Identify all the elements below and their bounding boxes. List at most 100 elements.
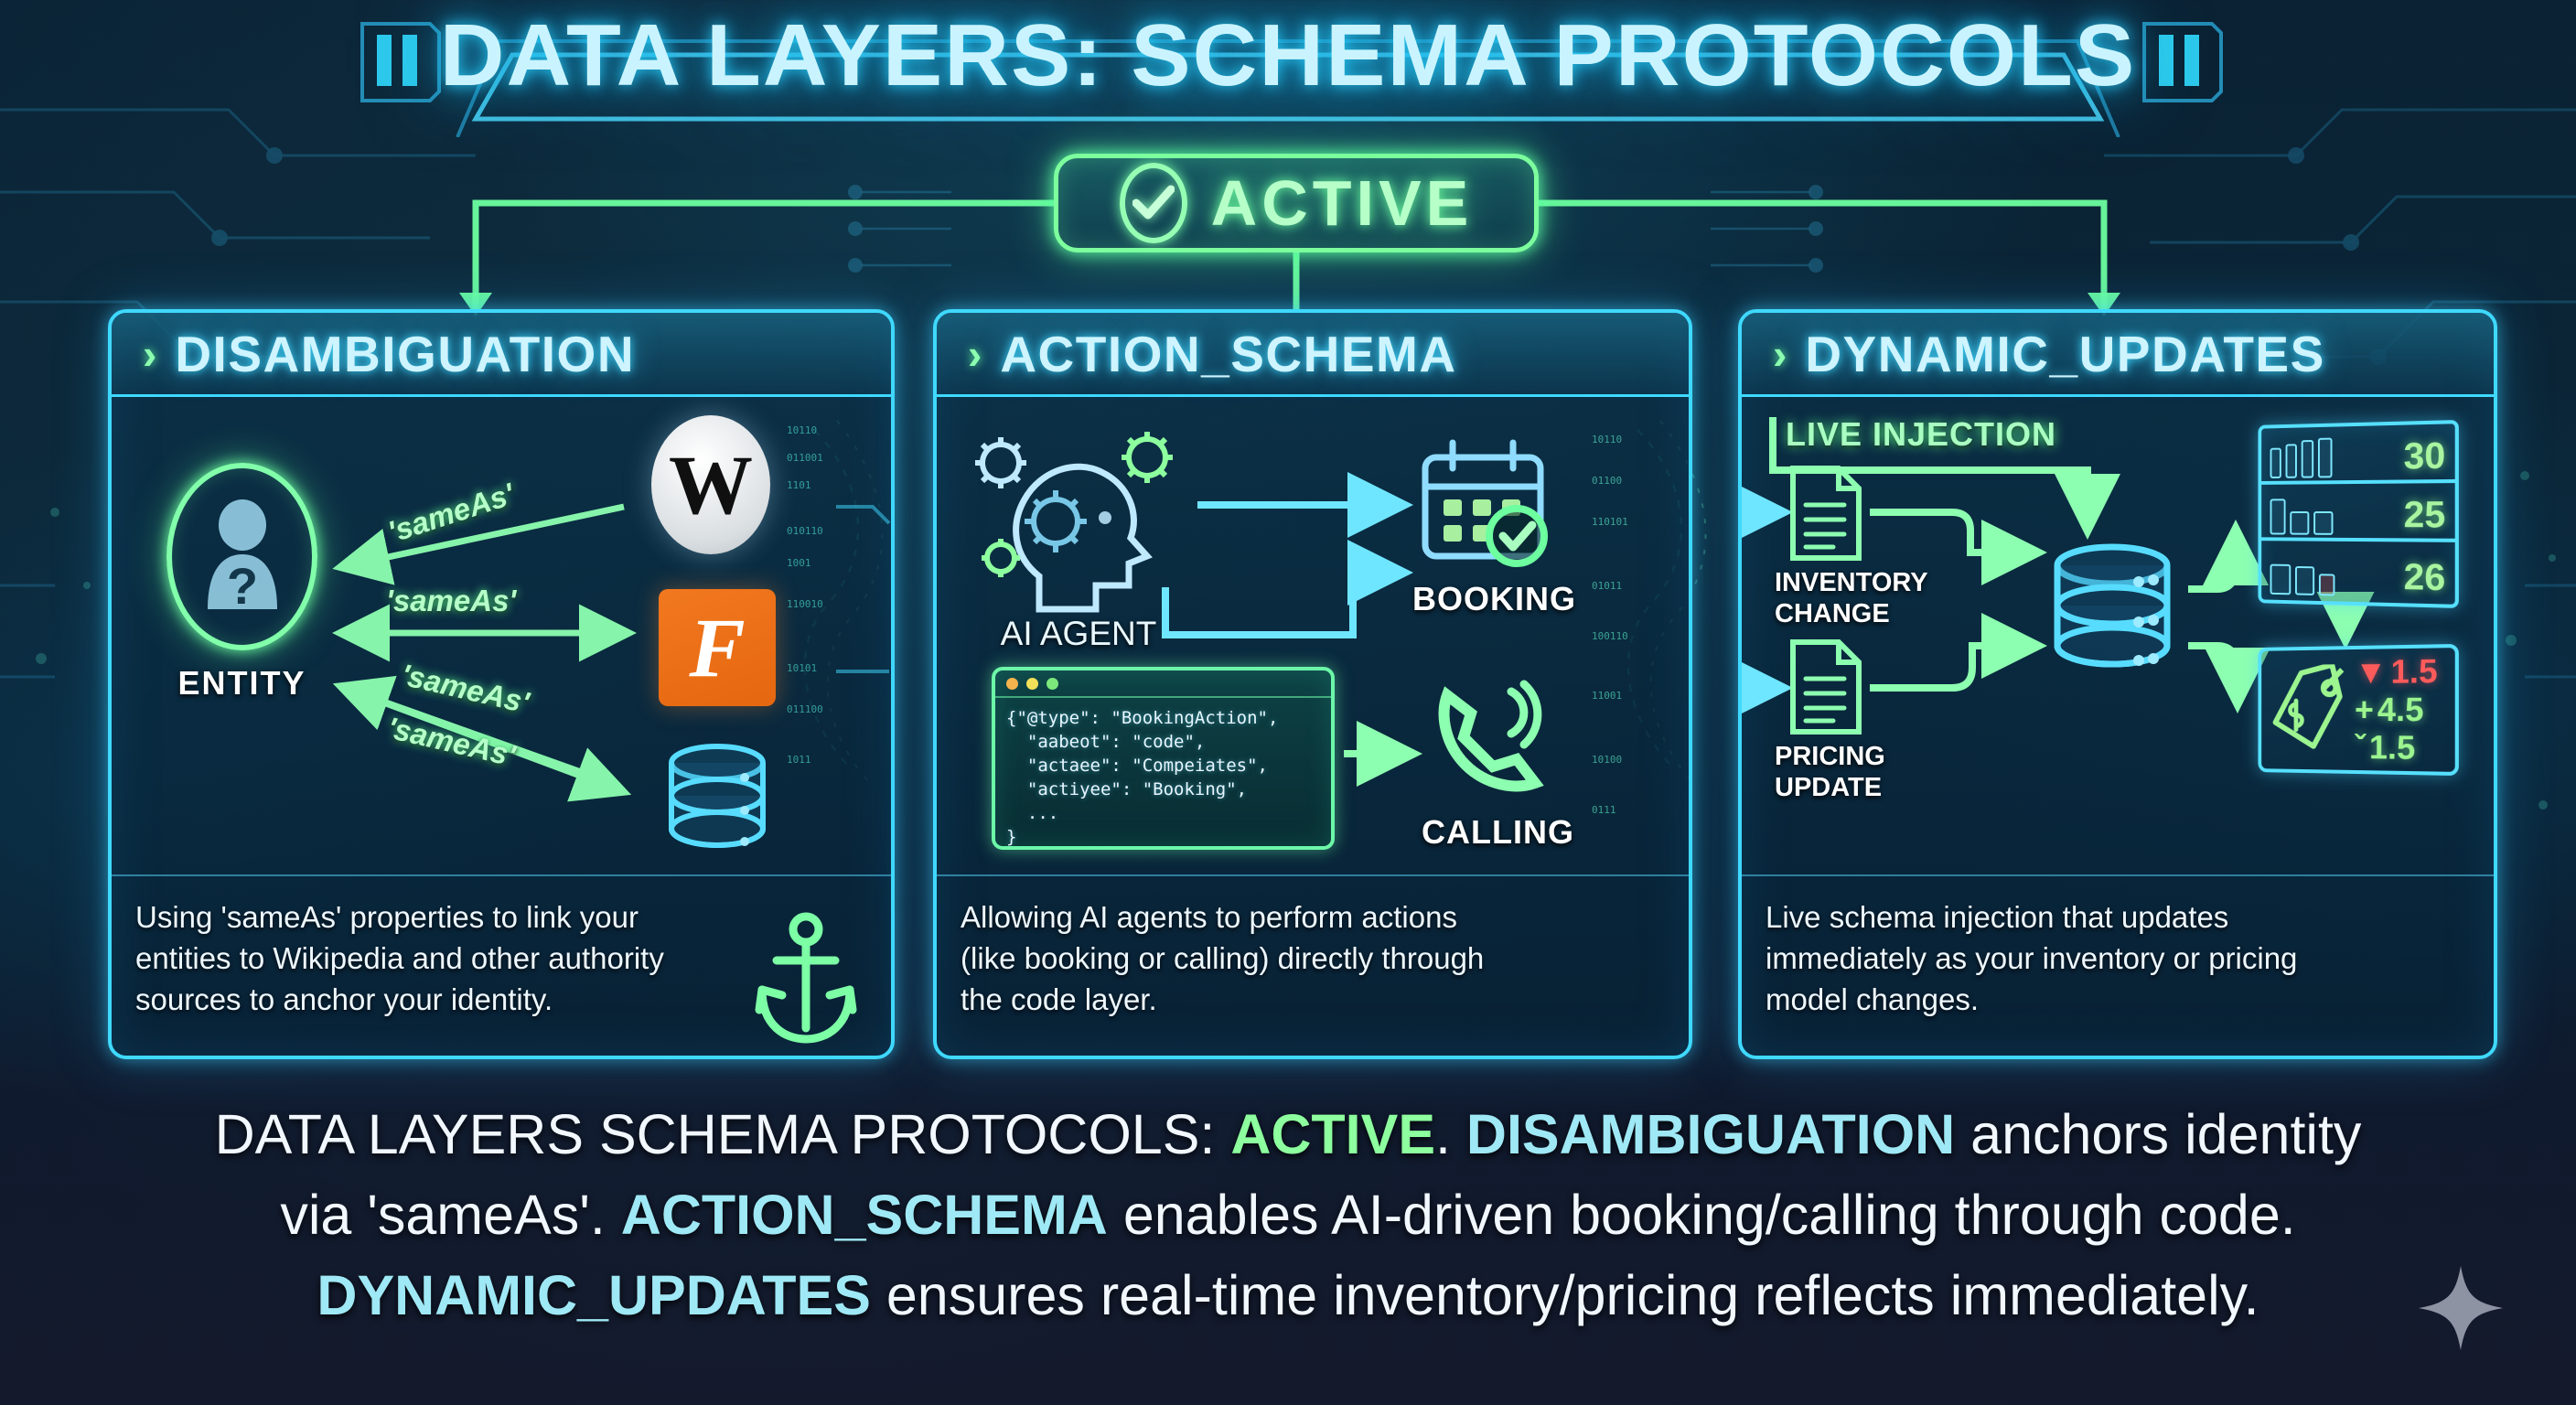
title-frame-decoration <box>360 22 2223 137</box>
svg-text:10100: 10100 <box>1592 754 1622 766</box>
svg-text:1001: 1001 <box>787 557 811 569</box>
user-question-icon: ? <box>207 499 277 615</box>
caption: DATA LAYERS SCHEMA PROTOCOLS: ACTIVE. DI… <box>0 1094 2576 1335</box>
caption-term-disambiguation: DISAMBIGUATION <box>1465 1103 1956 1165</box>
code-window-titlebar <box>995 670 1331 698</box>
svg-text:10101: 10101 <box>787 662 817 674</box>
entity-node[interactable]: ? <box>166 463 317 650</box>
live-injection-chip: LIVE INJECTION <box>1786 415 2057 453</box>
window-dot-1 <box>1006 677 1018 690</box>
svg-text:0111: 0111 <box>1592 804 1616 816</box>
anchor-icon <box>755 912 857 1044</box>
sameas-relation-arrows <box>332 503 637 802</box>
svg-text:110101: 110101 <box>1592 516 1628 528</box>
chevron-right-icon: › <box>968 329 982 378</box>
shelf-items <box>2270 433 2333 478</box>
panel-disambiguation[interactable]: › DISAMBIGUATION ? <box>108 309 895 1059</box>
caption-active: ACTIVE <box>1230 1103 1435 1165</box>
caption-term-dynamic-updates: DYNAMIC_UPDATES <box>317 1264 871 1326</box>
svg-text:011100: 011100 <box>787 703 823 715</box>
shelf-row: 25 <box>2261 483 2455 542</box>
data-stream-decoration: 10110 01100 110101 01011 100110 11001 10100 0… <box>1592 434 1628 816</box>
price-tag-panel[interactable]: ▼ 1.5 + 4.5 ˇ 1.5 <box>2258 643 2459 777</box>
shelf-items <box>2270 550 2335 596</box>
price-delta-arrow: ▼ <box>2355 652 2388 692</box>
code-line-5: ... <box>1006 803 1059 823</box>
phone-ringing-icon[interactable] <box>1422 671 1568 809</box>
svg-text:100110: 100110 <box>1592 630 1628 642</box>
check-circle-icon <box>1119 163 1187 243</box>
svg-text:10110: 10110 <box>787 424 817 436</box>
code-line-1: {"@type": "BookingAction", <box>1006 708 1279 728</box>
price-delta-value: 1.5 <box>2368 728 2416 767</box>
svg-text:010110: 010110 <box>787 525 823 537</box>
status-badge[interactable]: ACTIVE <box>1054 154 1539 252</box>
action-label-booking: BOOKING <box>1412 580 1577 617</box>
ai-agent-label: AI AGENT <box>1000 615 1157 652</box>
sparkle-icon <box>2419 1266 2503 1350</box>
window-dot-3 <box>1046 677 1058 690</box>
panel-description-action-schema: Allowing AI agents to perform actions (l… <box>961 900 1485 1016</box>
svg-text:?: ? <box>226 557 257 615</box>
caption-line-1b: . <box>1435 1103 1466 1165</box>
panel-title-dynamic-updates: DYNAMIC_UPDATES <box>1805 325 2325 382</box>
panel-action-schema[interactable]: › ACTION_SCHEMA <box>933 309 1692 1059</box>
panel-title-disambiguation: DISAMBIGUATION <box>175 325 636 382</box>
wikipedia-logo[interactable]: W <box>651 415 770 554</box>
panel-header-disambiguation: › DISAMBIGUATION <box>112 313 891 397</box>
authority-source-logo[interactable]: F <box>659 589 776 706</box>
ai-agent-icon <box>975 432 1173 613</box>
window-dot-2 <box>1026 677 1038 690</box>
page-title: DATA LAYERS: SCHEMA PROTOCOLS <box>439 6 2137 104</box>
shelf-count: 30 <box>2403 434 2446 477</box>
price-tag-icon <box>2267 664 2355 756</box>
panel-header-action-schema: › ACTION_SCHEMA <box>937 313 1689 397</box>
shelf-count: 26 <box>2403 556 2446 599</box>
shelf-row: 26 <box>2261 541 2455 601</box>
price-delta-value: 4.5 <box>2377 690 2424 729</box>
price-delta-arrow: + <box>2355 690 2374 729</box>
chevron-right-icon: › <box>1773 329 1787 378</box>
caption-line-3b: ensures real-time inventory/pricing refl… <box>870 1264 2259 1326</box>
caption-line-1c: anchors identity <box>1955 1103 2362 1165</box>
caption-line-2a: via 'sameAs'. <box>280 1184 621 1246</box>
svg-text:1011: 1011 <box>787 754 811 766</box>
panel-body-disambiguation: ? ENTITY 'sameAs' 'sameAs' 'sameAs' 'sam… <box>112 397 891 882</box>
action-label-calling: CALLING <box>1422 813 1574 851</box>
price-delta-value: 1.5 <box>2390 651 2438 691</box>
title-bar: DATA LAYERS: SCHEMA PROTOCOLS <box>0 0 2576 137</box>
code-line-2: "aabeot": "code", <box>1006 732 1206 752</box>
svg-text:11001: 11001 <box>1592 690 1622 702</box>
svg-text:011001: 011001 <box>787 452 823 464</box>
input-label-pricing-update: PRICING UPDATE <box>1775 742 1885 802</box>
panel-body-action-schema: AI AGENT {"@type": "BookingAction", "aab… <box>937 397 1689 882</box>
document-list-icon[interactable] <box>1786 463 1866 563</box>
calendar-check-icon[interactable] <box>1412 435 1559 573</box>
price-delta-row: ˇ 1.5 <box>2355 727 2438 767</box>
document-list-icon[interactable] <box>1786 637 1866 737</box>
code-window[interactable]: {"@type": "BookingAction", "aabeot": "co… <box>992 667 1335 850</box>
panel-footer-action-schema: Allowing AI agents to perform actions (l… <box>937 874 1689 1056</box>
status-badge-label: ACTIVE <box>1210 167 1474 239</box>
svg-text:10110: 10110 <box>1592 434 1622 445</box>
panel-header-dynamic-updates: › DYNAMIC_UPDATES <box>1742 313 2494 397</box>
database-stack-icon[interactable] <box>2044 543 2181 690</box>
code-window-body: {"@type": "BookingAction", "aabeot": "co… <box>995 698 1331 846</box>
panel-footer-dynamic-updates: Live schema injection that updates immed… <box>1742 874 2494 1056</box>
panel-body-dynamic-updates: LIVE INJECTION INVENTORY CHANGE PRICING … <box>1742 397 2494 882</box>
code-line-4: "actiyee": "Booking", <box>1006 779 1248 799</box>
database-icon[interactable] <box>657 743 778 862</box>
price-delta-arrow: ˇ <box>2355 727 2366 767</box>
panel-description-disambiguation: Using 'sameAs' properties to link your e… <box>135 900 664 1016</box>
action-flow-arrows <box>1162 472 1422 787</box>
svg-text:1101: 1101 <box>787 479 811 491</box>
inventory-shelf-display[interactable]: 30 25 26 <box>2258 420 2459 608</box>
svg-text:01100: 01100 <box>1592 475 1622 487</box>
svg-text:01011: 01011 <box>1592 580 1622 592</box>
shelf-items <box>2270 489 2334 535</box>
chevron-right-icon: › <box>143 329 157 378</box>
entity-label: ENTITY <box>177 664 306 702</box>
panel-dynamic-updates[interactable]: › DYNAMIC_UPDATES <box>1738 309 2497 1059</box>
code-line-3: "actaee": "Compeiates", <box>1006 756 1268 776</box>
